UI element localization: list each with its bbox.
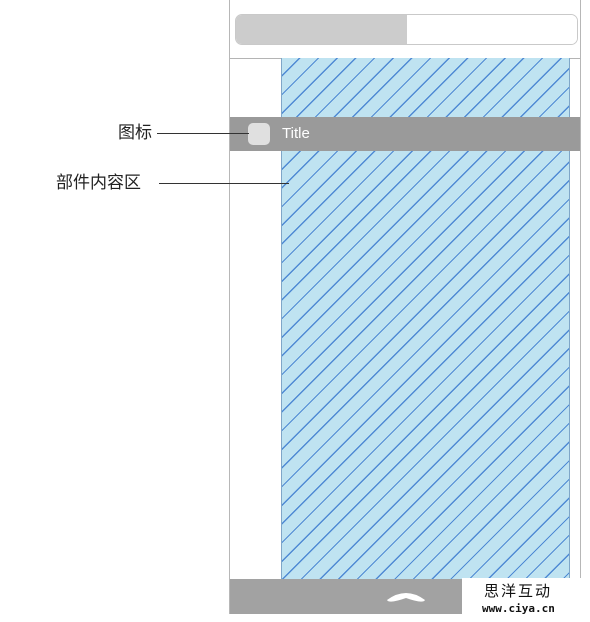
callout-icon-leader	[157, 133, 249, 134]
watermark: 思洋互动 www.ciya.cn	[462, 578, 590, 622]
watermark-url: www.ciya.cn	[482, 602, 555, 615]
callout-icon-label: 图标	[118, 123, 152, 142]
segmented-control[interactable]	[235, 14, 578, 45]
callout-content-label: 部件内容区	[56, 173, 141, 192]
segment-unselected[interactable]	[407, 15, 577, 44]
callout-content-leader	[159, 183, 289, 184]
device-frame: Title	[229, 0, 581, 614]
chevron-up-icon[interactable]	[385, 588, 427, 604]
widget-title: Title	[282, 125, 310, 142]
watermark-brand: 思洋互动	[484, 582, 553, 600]
segment-selected[interactable]	[236, 15, 407, 44]
app-icon	[248, 123, 270, 145]
widget-title-bar[interactable]: Title	[230, 117, 580, 151]
